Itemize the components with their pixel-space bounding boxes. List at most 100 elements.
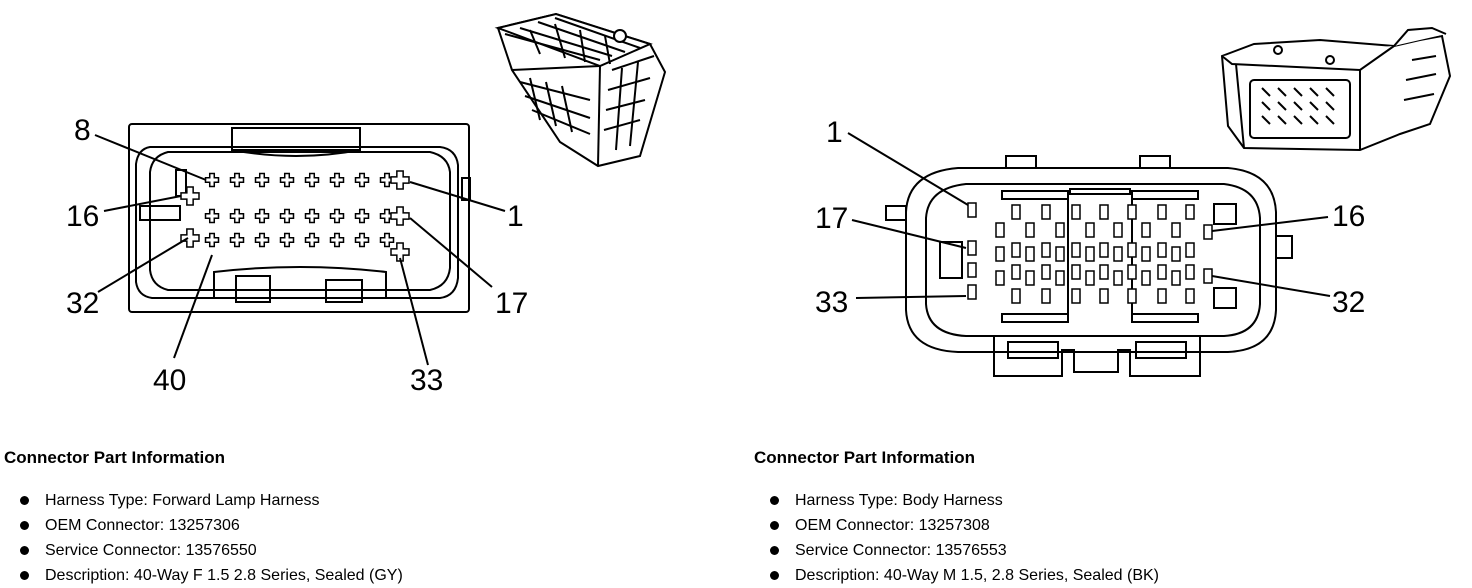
pin-cavity-icon xyxy=(204,172,220,188)
pin-terminal xyxy=(1171,270,1181,286)
pin-cavity-icon xyxy=(354,208,370,224)
pin-terminal xyxy=(1203,268,1213,284)
left-pin-label-33: 33 xyxy=(410,364,443,397)
pin-terminal xyxy=(1055,246,1065,262)
pin-cavity-icon xyxy=(390,206,410,226)
left-info-list: Harness Type: Forward Lamp Harness OEM C… xyxy=(4,488,624,588)
right-pin-label-32: 32 xyxy=(1332,286,1365,319)
right-pin-label-16: 16 xyxy=(1332,200,1365,233)
bullet-icon xyxy=(770,521,779,530)
pin-cavity-icon xyxy=(204,208,220,224)
pin-terminal xyxy=(1185,242,1195,258)
pin-terminal xyxy=(1127,288,1137,304)
right-connector-3d-image xyxy=(1220,26,1452,152)
pin-terminal xyxy=(1071,288,1081,304)
pin-terminal xyxy=(1099,264,1109,280)
pin-terminal xyxy=(1071,264,1081,280)
bullet-icon xyxy=(770,571,779,580)
bullet-icon xyxy=(20,546,29,555)
pin-terminal xyxy=(995,246,1005,262)
list-item: Description: 40-Way M 1.5, 2.8 Series, S… xyxy=(770,563,1374,588)
right-harness-type: Harness Type: Body Harness xyxy=(795,492,1003,509)
bullet-icon xyxy=(20,496,29,505)
pin-terminal xyxy=(1041,242,1051,258)
left-connector-3d-image xyxy=(494,12,667,168)
left-pin-label-32: 32 xyxy=(66,287,99,320)
pin-terminal xyxy=(1011,288,1021,304)
pin-terminal xyxy=(1141,270,1151,286)
pin-terminal xyxy=(1127,204,1137,220)
left-description: Description: 40-Way F 1.5 2.8 Series, Se… xyxy=(45,567,403,584)
left-info-title: Connector Part Information xyxy=(4,448,226,467)
pin-terminal xyxy=(1171,246,1181,262)
pin-cavity-icon xyxy=(329,208,345,224)
pin-terminal xyxy=(1141,222,1151,238)
pin-cavity-icon xyxy=(379,208,395,224)
pin-cavity-icon xyxy=(304,208,320,224)
pin-terminal xyxy=(1185,288,1195,304)
pin-terminal xyxy=(995,270,1005,286)
pin-terminal xyxy=(967,202,977,218)
pin-cavity-icon xyxy=(304,232,320,248)
pin-cavity-icon xyxy=(254,172,270,188)
pin-terminal xyxy=(1127,264,1137,280)
pin-terminal xyxy=(1011,242,1021,258)
pin-terminal xyxy=(1099,288,1109,304)
left-pin-label-16: 16 xyxy=(66,200,99,233)
right-connector-info: Connector Part Information Harness Type:… xyxy=(754,448,1374,588)
list-item: OEM Connector: 13257308 xyxy=(770,513,1374,538)
right-service-connector: Service Connector: 13576553 xyxy=(795,542,1007,559)
pin-terminal xyxy=(1113,246,1123,262)
pin-cavity-icon xyxy=(379,172,395,188)
pin-terminal xyxy=(1025,270,1035,286)
pin-cavity-icon xyxy=(180,228,200,248)
pin-terminal xyxy=(967,262,977,278)
pin-cavity-icon xyxy=(254,232,270,248)
list-item: Description: 40-Way F 1.5 2.8 Series, Se… xyxy=(20,563,624,588)
bullet-icon xyxy=(770,546,779,555)
pin-terminal xyxy=(1025,222,1035,238)
pin-cavity-icon xyxy=(329,172,345,188)
left-harness-type: Harness Type: Forward Lamp Harness xyxy=(45,492,320,509)
pin-cavity-icon xyxy=(180,186,200,206)
pin-cavity-icon xyxy=(254,208,270,224)
pin-terminal xyxy=(1025,246,1035,262)
right-info-list: Harness Type: Body Harness OEM Connector… xyxy=(754,488,1374,588)
pin-cavity-icon xyxy=(354,172,370,188)
pin-terminal xyxy=(1011,264,1021,280)
list-item: OEM Connector: 13257306 xyxy=(20,513,624,538)
pin-terminal xyxy=(1185,204,1195,220)
pin-terminal xyxy=(1071,204,1081,220)
pin-terminal xyxy=(1171,222,1181,238)
left-service-connector: Service Connector: 13576550 xyxy=(45,542,257,559)
pin-cavity-icon xyxy=(229,172,245,188)
left-connector-pin-grid xyxy=(180,170,410,262)
right-info-title: Connector Part Information xyxy=(754,448,976,467)
pin-terminal xyxy=(1113,222,1123,238)
pin-terminal xyxy=(1085,222,1095,238)
pin-cavity-icon xyxy=(279,172,295,188)
pin-terminal xyxy=(1041,288,1051,304)
left-pin-label-17: 17 xyxy=(495,287,528,320)
pin-terminal xyxy=(1157,204,1167,220)
pin-terminal xyxy=(1127,242,1137,258)
left-oem-connector: OEM Connector: 13257306 xyxy=(45,517,240,534)
left-connector-info: Connector Part Information Harness Type:… xyxy=(4,448,624,588)
left-connector-face xyxy=(128,123,471,313)
pin-terminal xyxy=(1113,270,1123,286)
pin-terminal xyxy=(995,222,1005,238)
right-pin-label-33: 33 xyxy=(815,286,848,319)
pin-terminal xyxy=(1157,264,1167,280)
pin-terminal xyxy=(1157,242,1167,258)
right-connector-pin-grid xyxy=(967,202,1213,304)
bullet-icon xyxy=(20,521,29,530)
pin-terminal xyxy=(1055,222,1065,238)
pin-terminal xyxy=(1203,224,1213,240)
pin-cavity-icon xyxy=(279,208,295,224)
pin-cavity-icon xyxy=(354,232,370,248)
list-item: Harness Type: Forward Lamp Harness xyxy=(20,488,624,513)
right-connector-face xyxy=(885,155,1293,377)
list-item: Service Connector: 13576550 xyxy=(20,538,624,563)
pin-cavity-icon xyxy=(279,232,295,248)
